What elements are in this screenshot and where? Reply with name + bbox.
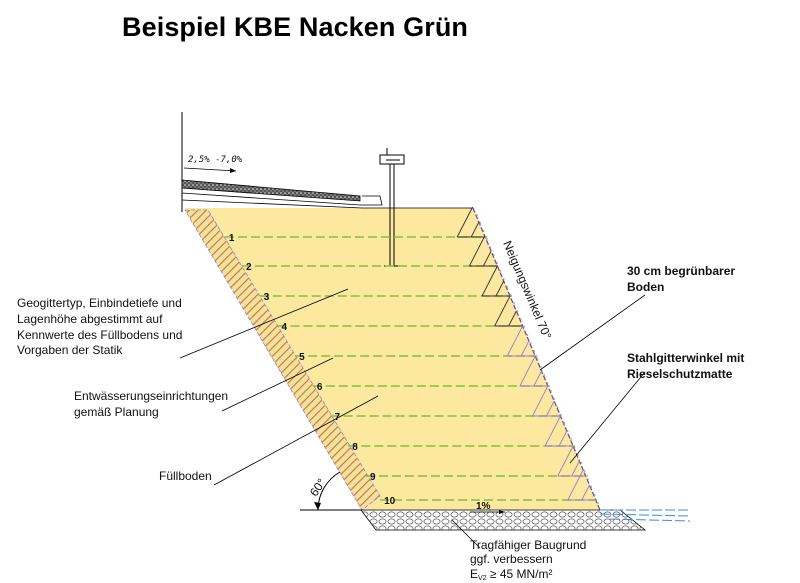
label-fuellboden: Füllboden — [159, 469, 212, 483]
geogrid-layers — [224, 236, 598, 501]
face-vegetation-dot — [570, 438, 573, 440]
mesh-brace — [494, 295, 511, 327]
layer-number: 3 — [264, 292, 270, 303]
mesh-brace — [519, 355, 536, 387]
face-vegetation-dot — [499, 270, 502, 272]
layer-number: 4 — [281, 322, 287, 333]
mesh-brace — [495, 280, 505, 297]
face-line — [472, 207, 601, 511]
label-stahl: Stahlgitterwinkel mit Rieselschutzmatte — [627, 351, 748, 381]
face-vegetation-dot — [587, 478, 589, 480]
face-vegetation-dot — [593, 494, 596, 496]
slope-top-label: 2,5% -7,0% — [188, 155, 243, 165]
face-vegetation-dot — [563, 422, 566, 424]
face-vegetation-dot — [482, 230, 485, 232]
base-gradient-label: 1% — [476, 501, 491, 512]
face-vegetation-dot — [516, 310, 519, 312]
mesh-brace — [508, 310, 517, 327]
mesh-brace — [558, 430, 568, 447]
mesh-brace — [546, 400, 555, 417]
fill-soil — [185, 208, 600, 510]
road-base — [181, 199, 473, 209]
layer-number: 5 — [299, 352, 305, 363]
mesh-brace — [470, 221, 480, 238]
mesh-brace — [506, 325, 524, 357]
face-vegetation-dot — [492, 254, 495, 256]
base-gravel — [360, 509, 647, 531]
face-vegetation-dot — [523, 326, 525, 328]
face-vegetation-dot — [550, 390, 552, 392]
face-vegetation-dot — [526, 334, 529, 336]
label-boden: 30 cm begrünbarer Boden — [627, 264, 738, 294]
layer-numbers: 1 2 3 4 5 6 7 8 9 10 — [229, 233, 396, 507]
mesh-brace — [567, 469, 584, 501]
face-vegetation-dot — [476, 214, 478, 216]
layer-number: 10 — [384, 496, 396, 507]
leader-entwaesserung — [221, 357, 334, 412]
mesh-brace — [520, 340, 530, 357]
face-vegetation-dot — [509, 294, 512, 296]
face-vegetation-dot — [506, 286, 509, 288]
face-vegetation-dot — [566, 430, 569, 432]
mesh-brace — [456, 206, 473, 238]
face-vegetation-dot — [553, 398, 556, 400]
slope-arrow — [183, 167, 237, 172]
leader-boden — [539, 294, 646, 371]
face-vegetation-dot — [580, 462, 583, 464]
face-vegetation-dot — [529, 342, 532, 344]
label-entwaesserung: Entwässerungseinrichtungen gemäß Planung — [74, 389, 231, 419]
layer-number: 9 — [370, 472, 376, 483]
leader-baugrund — [451, 519, 481, 549]
face-vegetation-dot — [573, 446, 576, 448]
leader-fuellboden — [213, 395, 379, 486]
angle-back-label: 60° — [307, 476, 329, 499]
mesh-brace — [468, 235, 486, 267]
face-vegetation-dot — [539, 366, 542, 368]
face-vegetation-dot — [560, 414, 562, 416]
mesh-brace — [482, 250, 492, 267]
layer-number: 7 — [335, 412, 341, 423]
face-vegetation-dot — [556, 406, 559, 408]
face-vegetation-dot — [533, 350, 536, 352]
face-vegetation-dot — [546, 382, 549, 384]
face-vegetation-dot — [486, 238, 488, 240]
face-vegetation-dot — [489, 246, 492, 248]
layer-number: 2 — [246, 262, 252, 273]
layer-number: 6 — [317, 382, 323, 393]
label-ev2: EV2 ≥ 45 MN/m² — [470, 567, 553, 582]
leader-geogitter — [179, 288, 349, 359]
label-baugrund: Tragfähiger Baugrund ggf. verbessern — [470, 538, 590, 566]
mesh-brace — [544, 415, 561, 447]
face-vegetation-dot — [496, 262, 499, 264]
face-vegetation-dot — [543, 374, 546, 376]
mesh-brace — [533, 370, 542, 387]
label-geogitter: Geogittertyp, Einbindetiefe und Lagenhöh… — [17, 296, 186, 357]
drainage-strip — [184, 209, 381, 511]
face-vegetation-dot — [479, 222, 482, 224]
face-vegetation-dot — [513, 302, 515, 304]
layer-number: 8 — [352, 442, 358, 453]
mesh-brace — [532, 385, 549, 417]
layer-number: 1 — [229, 233, 235, 244]
mesh-brace — [481, 265, 498, 297]
road-surface — [181, 179, 361, 202]
face-vegetation-dot — [502, 278, 505, 280]
mesh-brace — [571, 460, 580, 477]
drain-pipe — [599, 513, 691, 517]
mesh-brace — [557, 445, 574, 477]
road-edge — [181, 192, 383, 206]
steel-mesh-angles — [456, 206, 599, 504]
page-title: Beispiel KBE Nacken Grün — [122, 12, 469, 42]
mesh-brace — [581, 484, 590, 501]
face-vegetation-dot — [583, 470, 586, 472]
face-vegetation-dot — [590, 486, 593, 488]
face-vegetation-dot — [597, 502, 599, 504]
leader-stahl — [569, 371, 646, 464]
face-vegetation-dot — [519, 318, 522, 320]
face-vegetation-dot — [536, 358, 539, 360]
